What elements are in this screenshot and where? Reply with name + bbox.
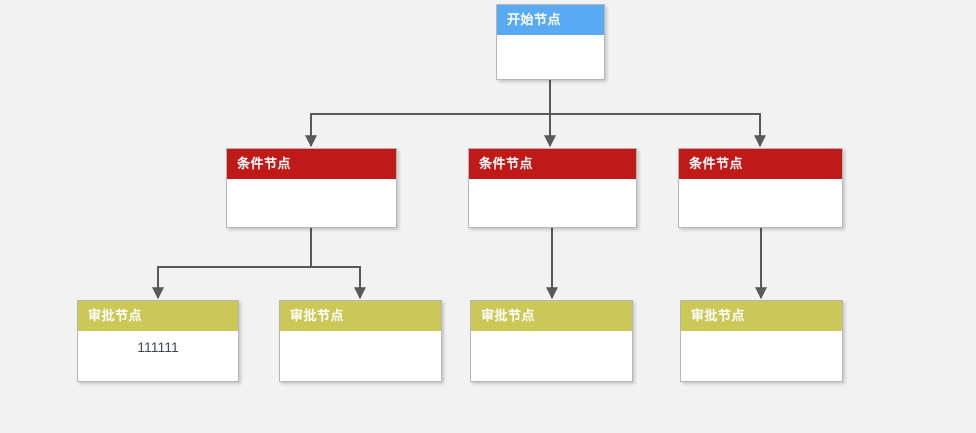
connector-start-to-condition-3 bbox=[549, 80, 766, 148]
node-start[interactable]: 开始节点 bbox=[496, 4, 605, 80]
node-approval-1[interactable]: 审批节点 111111 bbox=[77, 300, 239, 382]
node-approval-1-title: 审批节点 bbox=[78, 301, 238, 331]
node-approval-1-body[interactable]: 111111 bbox=[78, 331, 238, 381]
connector-condition-1-to-approval-1 bbox=[152, 228, 312, 300]
node-approval-3[interactable]: 审批节点 bbox=[470, 300, 633, 382]
node-approval-2-title: 审批节点 bbox=[280, 301, 441, 331]
node-start-body[interactable] bbox=[497, 35, 604, 79]
node-condition-1[interactable]: 条件节点 bbox=[226, 148, 397, 228]
node-approval-2-body[interactable] bbox=[280, 331, 441, 381]
connector-condition-1-to-approval-2 bbox=[310, 228, 366, 300]
node-approval-4-title: 审批节点 bbox=[681, 301, 842, 331]
node-condition-1-body[interactable] bbox=[227, 179, 396, 227]
node-condition-2[interactable]: 条件节点 bbox=[468, 148, 637, 228]
node-condition-3-body[interactable] bbox=[679, 179, 842, 227]
node-condition-1-title: 条件节点 bbox=[227, 149, 396, 179]
node-approval-4[interactable]: 审批节点 bbox=[680, 300, 843, 382]
node-condition-2-title: 条件节点 bbox=[469, 149, 636, 179]
node-approval-3-body[interactable] bbox=[471, 331, 632, 381]
connector-start-to-condition-1 bbox=[305, 80, 551, 148]
node-approval-3-title: 审批节点 bbox=[471, 301, 632, 331]
node-condition-2-body[interactable] bbox=[469, 179, 636, 227]
node-approval-2[interactable]: 审批节点 bbox=[279, 300, 442, 382]
node-condition-3-title: 条件节点 bbox=[679, 149, 842, 179]
node-approval-4-body[interactable] bbox=[681, 331, 842, 381]
node-condition-3[interactable]: 条件节点 bbox=[678, 148, 843, 228]
node-start-title: 开始节点 bbox=[497, 5, 604, 35]
